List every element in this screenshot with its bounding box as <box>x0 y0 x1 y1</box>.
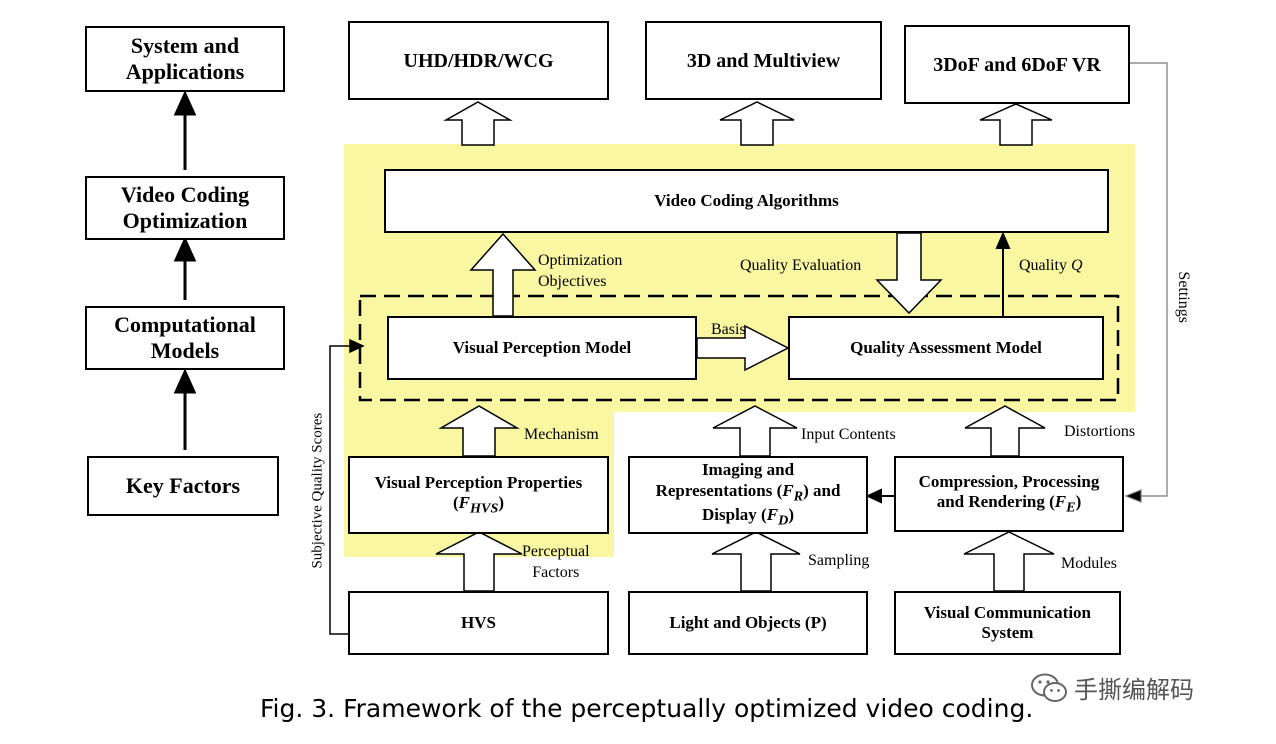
watermark-text: 手撕编解码 <box>1074 676 1194 704</box>
watermark: 手撕编解码 <box>1030 670 1194 705</box>
sampling-label: Sampling <box>808 552 870 569</box>
subjective-quality-scores-label: Subjective Quality Scores <box>309 412 326 569</box>
arrow-quality-evaluation <box>875 232 943 315</box>
figure-caption: Fig. 3. Framework of the perceptually op… <box>260 694 1034 723</box>
imaging-line2: Representations (FR) and <box>655 480 841 505</box>
light-and-objects-box: Light and Objects (P) <box>628 591 868 655</box>
settings-label: Settings <box>1175 271 1193 323</box>
vpp-title: Visual Perception Properties <box>374 472 583 492</box>
quality-q-arrow <box>995 231 1011 316</box>
compression-processing-rendering-box: Compression, Processing and Rendering (F… <box>894 456 1124 532</box>
arrow-mechanism <box>438 405 520 457</box>
arrow-input-contents <box>712 405 798 457</box>
compression-to-imaging-arrow <box>865 488 894 504</box>
arrow-basis <box>696 324 790 372</box>
computational-models-box: Computational Models <box>85 306 285 370</box>
optimization-objectives-label: Optimization Objectives <box>538 252 623 290</box>
arrow-modules <box>963 531 1055 592</box>
wechat-icon <box>1031 673 1067 702</box>
uhd-hdr-wcg-box: UHD/HDR/WCG <box>348 21 609 100</box>
hvs-box: HVS <box>348 591 609 655</box>
imaging-line3: Display (FD) <box>702 505 794 529</box>
quality-q-label: Quality Q <box>1019 257 1083 274</box>
subjective-scores-line <box>329 338 365 635</box>
arrow-to-3d <box>719 101 795 146</box>
vpp-symbol: (FHVS) <box>452 493 504 517</box>
distortions-label: Distortions <box>1064 423 1136 440</box>
perceptual-factors-label: Perceptual Factors <box>522 543 590 581</box>
visual-communication-system-box: Visual Communication System <box>894 591 1121 655</box>
key-factors-box: Key Factors <box>87 456 279 516</box>
compression-line2: and Rendering (FE) <box>936 492 1082 516</box>
video-coding-optimization-box: Video Coding Optimization <box>85 176 285 240</box>
3d-multiview-box: 3D and Multiview <box>645 21 882 100</box>
settings-line <box>1124 62 1168 503</box>
modules-label: Modules <box>1061 555 1117 572</box>
quality-assessment-model-box: Quality Assessment Model <box>788 316 1104 380</box>
video-coding-algorithms-box: Video Coding Algorithms <box>384 169 1109 233</box>
left-chain-arrows <box>173 90 197 450</box>
visual-perception-model-box: Visual Perception Model <box>387 316 697 380</box>
imaging-line1: Imaging and <box>701 460 795 480</box>
system-applications-box: System and Applications <box>85 26 285 92</box>
arrow-to-uhd <box>443 101 513 146</box>
mechanism-label: Mechanism <box>524 426 599 443</box>
hollow-up-arrows <box>435 101 1055 592</box>
quality-evaluation-label: Quality Evaluation <box>740 257 862 274</box>
compression-line1: Compression, Processing <box>918 471 1100 491</box>
visual-perception-properties-box: Visual Perception Properties (FHVS) <box>348 456 609 534</box>
input-contents-label: Input Contents <box>801 426 896 443</box>
arrow-distortions <box>964 405 1046 457</box>
arrow-optimization-objectives <box>469 232 537 317</box>
basis-label: Basis <box>711 321 746 338</box>
arrow-sampling <box>711 531 801 592</box>
3dof-6dof-vr-box: 3DoF and 6DoF VR <box>904 25 1130 104</box>
arrow-perceptual-factors <box>435 531 523 592</box>
imaging-representations-display-box: Imaging and Representations (FR) and Dis… <box>628 456 868 534</box>
arrow-to-vr <box>979 103 1053 146</box>
